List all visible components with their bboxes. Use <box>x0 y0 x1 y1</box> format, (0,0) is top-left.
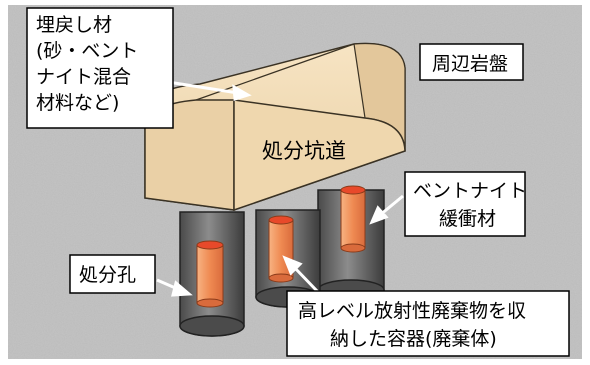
label-container: 高レベル放射性廃棄物を収 納した容器(廃棄体) <box>286 290 570 357</box>
label-tunnel: 処分坑道 <box>262 139 346 163</box>
leader-hole-head <box>171 280 193 297</box>
label-host-rock-text: 周辺岩盤 <box>432 53 508 75</box>
label-buffer-line-1: ベントナイト <box>413 180 527 202</box>
label-backfill-line-3: ナイト混合 <box>36 66 131 88</box>
canister-right <box>340 185 366 253</box>
leader-lines <box>156 80 404 297</box>
label-backfill-line-1: 埋戻し材 <box>36 14 112 36</box>
label-hole-text: 処分孔 <box>79 264 136 286</box>
leader-buffer <box>379 194 404 217</box>
label-container-line-1: 高レベル放射性廃棄物を収 <box>298 300 526 322</box>
label-buffer-line-2: 緩衝材 <box>439 208 496 230</box>
label-hole: 処分孔 <box>69 254 156 294</box>
label-host-rock: 周辺岩盤 <box>419 43 524 81</box>
canister-left <box>196 240 224 308</box>
label-container-line-2: 納した容器(廃棄体) <box>330 328 497 350</box>
leader-container-head <box>282 255 303 276</box>
leader-container <box>291 264 320 294</box>
leader-backfill <box>167 80 239 95</box>
leader-buffer-head <box>369 205 389 225</box>
label-backfill-line-2: (砂・ベント <box>36 40 138 62</box>
leader-backfill-head <box>232 84 252 101</box>
label-buffer: ベントナイト 緩衝材 <box>404 171 527 237</box>
label-backfill: 埋戻し材 (砂・ベント ナイト混合 材料など) <box>26 7 174 129</box>
label-backfill-line-4: 材料など) <box>36 92 119 114</box>
